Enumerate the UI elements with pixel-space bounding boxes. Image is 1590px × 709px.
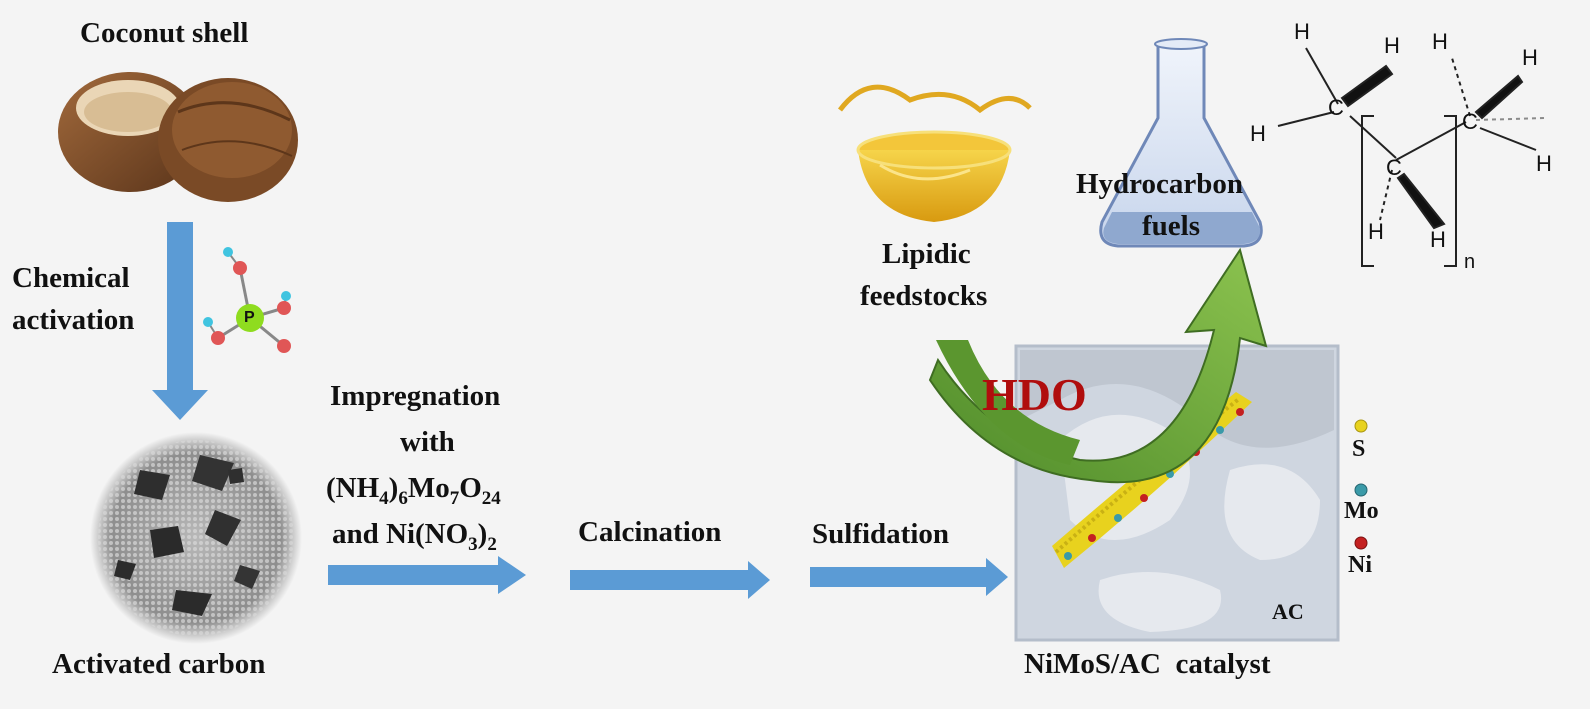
activation-label: activation: [12, 304, 135, 336]
phosphoric-acid-molecule: [203, 247, 291, 353]
hc-h1: H: [1294, 19, 1310, 44]
nickel-nitrate-label: and Ni(NO3)2: [332, 518, 497, 555]
hc-h8: H: [1430, 227, 1446, 252]
lipidic-label: Lipidic: [882, 238, 971, 270]
legend-ni: Ni: [1348, 552, 1372, 578]
activated-carbon-label: Activated carbon: [52, 648, 266, 680]
impregnation-label: Impregnation: [330, 380, 501, 412]
feedstocks-label: feedstocks: [860, 280, 988, 312]
hc-c1: C: [1328, 95, 1344, 120]
sulfidation-arrow: [810, 558, 1008, 596]
calcination-label: Calcination: [578, 516, 722, 548]
hc-c2: C: [1386, 155, 1402, 180]
oil-bowl-image: [838, 84, 1032, 222]
flask-image: [1099, 38, 1263, 248]
impregnation-arrow: [328, 556, 526, 594]
hc-h7: H: [1368, 219, 1384, 244]
hydrocarbon-label: Hydrocarbon: [1076, 168, 1244, 200]
hc-h2: H: [1384, 33, 1400, 58]
hc-h5: H: [1522, 45, 1538, 70]
hc-repeat-n: n: [1464, 251, 1476, 273]
fuels-label: fuels: [1142, 210, 1200, 242]
legend-dots: [1354, 419, 1368, 550]
hc-h4: H: [1432, 29, 1448, 54]
chemical-label: Chemical: [12, 262, 130, 294]
calcination-arrow: [570, 561, 770, 599]
activation-arrow: [152, 222, 208, 420]
with-label: with: [400, 426, 455, 458]
hc-h6: H: [1536, 151, 1552, 176]
sulfidation-label: Sulfidation: [812, 518, 949, 550]
coconut-shell-label: Coconut shell: [80, 17, 249, 49]
ammonium-molybdate-label: (NH4)6Mo7O24: [326, 472, 501, 509]
catalyst-name-label: NiMoS/AC catalyst: [1024, 648, 1271, 680]
ac-support-label: AC: [1272, 599, 1304, 624]
activated-carbon-sem-image: [90, 432, 302, 644]
hydrocarbon-structure: [1277, 47, 1547, 267]
hdo-label: HDO: [982, 369, 1087, 420]
hc-c3: C: [1462, 109, 1478, 134]
coconut-shell-image: [58, 72, 298, 202]
hdo-arrow: [928, 247, 1268, 484]
legend-s: S: [1352, 436, 1366, 462]
hc-h3: H: [1250, 121, 1266, 146]
legend-mo: Mo: [1344, 498, 1379, 524]
phosphorus-atom-label: P: [244, 309, 255, 326]
